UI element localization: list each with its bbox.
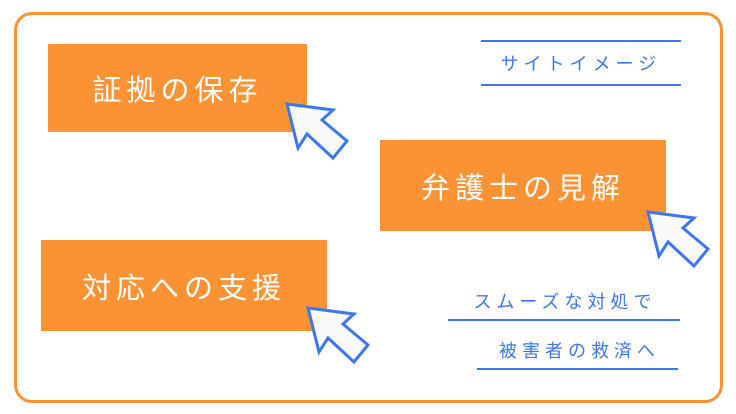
site-image-label: サイトイメージ	[500, 54, 662, 75]
cursor-arrow-icon	[306, 306, 370, 364]
divider	[481, 40, 681, 42]
support-box[interactable]: 対応への支援	[41, 240, 327, 331]
divider	[481, 84, 681, 86]
lawyer-box[interactable]: 弁護士の見解	[380, 140, 666, 231]
frame	[14, 12, 723, 403]
divider	[448, 319, 680, 321]
cursor-arrow-icon	[285, 102, 349, 160]
caption-smooth: スムーズな対処で	[473, 292, 657, 313]
divider	[477, 368, 678, 370]
cursor-arrow-icon	[646, 210, 710, 268]
caption-relief: 被害者の救済へ	[499, 341, 660, 362]
evidence-box[interactable]: 証拠の保存	[48, 44, 307, 132]
